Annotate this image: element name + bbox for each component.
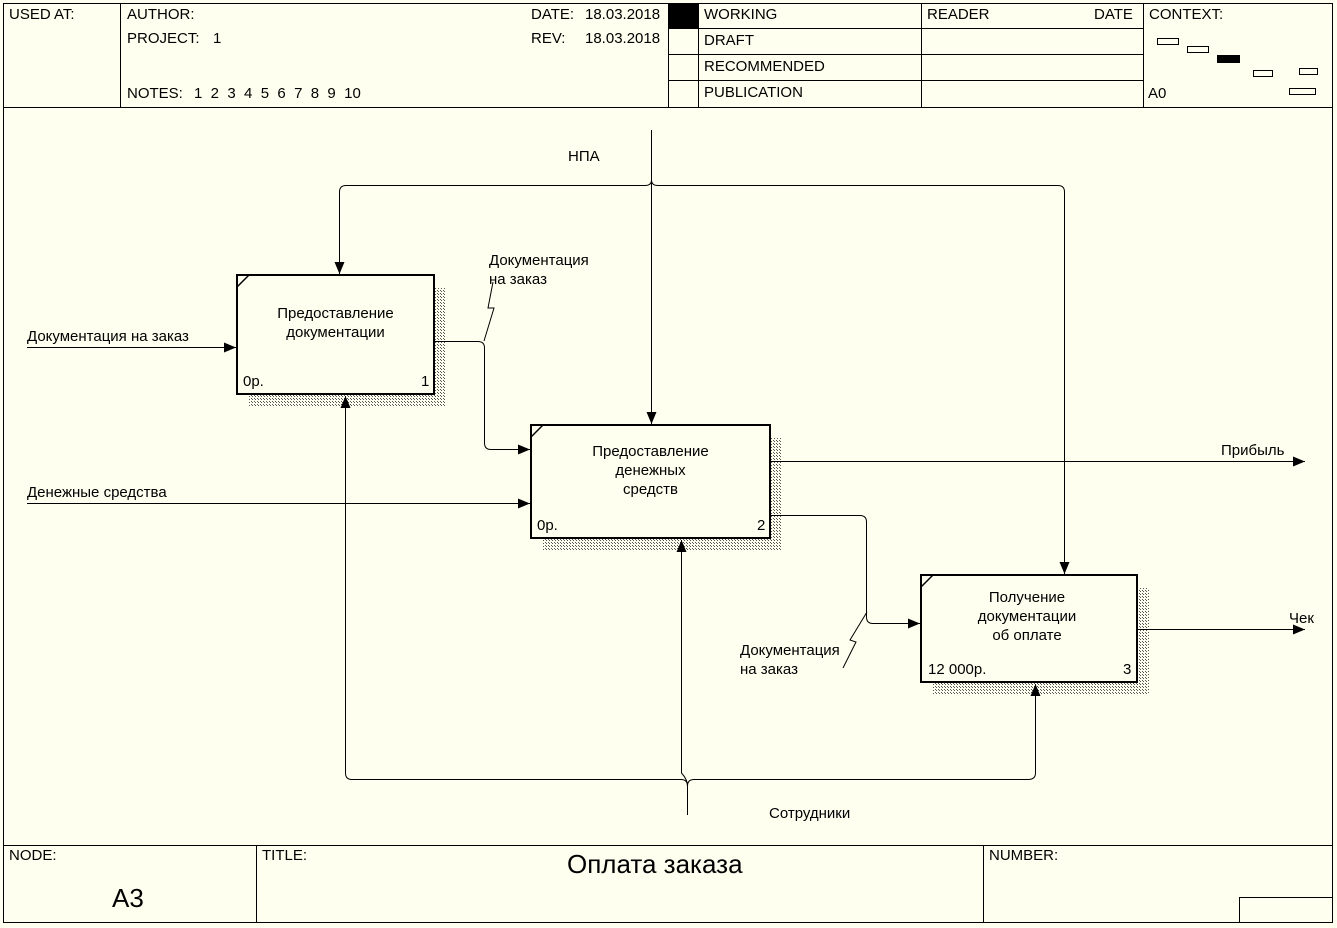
context-map xyxy=(1157,38,1318,95)
arrow-docs-2-3[interactable] xyxy=(770,515,920,629)
label-docs-2-3: Документация на заказ xyxy=(740,642,840,678)
label-docs-1-2: Документация на заказ xyxy=(489,252,589,288)
label-output-check: Чек xyxy=(1289,610,1314,627)
box-3-cost: 12 000р. xyxy=(928,661,987,678)
box-1-corner xyxy=(236,274,250,288)
label-mechanism-staff: Сотрудники xyxy=(769,805,851,822)
box-1-title: Предоставление документации xyxy=(277,305,394,341)
squiggle-docs-1-2 xyxy=(483,281,495,342)
box-2-title: Предоставление денежных средств xyxy=(592,443,709,498)
status-working[interactable]: WORKING xyxy=(704,6,778,23)
reader-label: READER xyxy=(927,6,990,23)
box-1-number: 1 xyxy=(421,373,430,390)
title-label: TITLE: xyxy=(262,847,308,864)
footer-frame xyxy=(3,845,1333,923)
date-value: 18.03.2018 xyxy=(585,6,661,23)
project-value: 1 xyxy=(213,30,222,47)
box-2-corner xyxy=(530,424,544,438)
project-label: PROJECT: xyxy=(127,30,200,47)
context-value: A0 xyxy=(1148,85,1167,102)
box-3-number: 3 xyxy=(1123,661,1132,678)
status-draft[interactable]: DRAFT xyxy=(704,32,754,49)
box-2-number: 2 xyxy=(757,517,766,534)
box-3-title: Получение документации об оплате xyxy=(977,589,1077,644)
box-1-cost: 0р. xyxy=(243,373,264,390)
activity-box-1[interactable] xyxy=(236,274,435,395)
arrow-control-npa-branch-box3[interactable] xyxy=(651,179,1070,574)
arrow-control-npa-branch-box1[interactable] xyxy=(334,179,652,274)
status-publication[interactable]: PUBLICATION xyxy=(704,84,803,101)
node-value: А3 xyxy=(112,883,144,913)
box-3-corner xyxy=(920,574,934,588)
status-recommended[interactable]: RECOMMENDED xyxy=(704,58,825,75)
arrow-mechanism-staff-box2[interactable] xyxy=(676,540,688,787)
activity-box-3[interactable] xyxy=(920,574,1138,683)
label-input-docs: Документация на заказ xyxy=(27,328,189,345)
notes-label: NOTES: xyxy=(127,85,183,102)
box-2-cost: 0р. xyxy=(537,517,558,534)
label-output-profit: Прибыль xyxy=(1221,442,1285,459)
author-label: AUTHOR: xyxy=(127,6,195,23)
rev-label: REV: xyxy=(531,30,566,47)
rev-value: 18.03.2018 xyxy=(585,30,661,47)
used-at-label: USED AT: xyxy=(9,6,75,23)
status-working-marker xyxy=(669,4,698,28)
squiggle-docs-2-3 xyxy=(842,611,868,669)
notes-value: 1 2 3 4 5 6 7 8 9 10 xyxy=(194,85,361,102)
arrow-docs-1-2[interactable] xyxy=(434,341,530,455)
header-frame xyxy=(3,3,1333,108)
diagram-title: Оплата заказа xyxy=(567,849,743,879)
context-label: CONTEXT: xyxy=(1149,6,1224,23)
number-label: NUMBER: xyxy=(989,847,1059,864)
label-input-money: Денежные средства xyxy=(27,484,167,501)
arrow-mechanism-staff-box3[interactable] xyxy=(687,684,1041,787)
activity-box-2[interactable] xyxy=(530,424,771,539)
node-label: NODE: xyxy=(9,847,57,864)
date-label: DATE: xyxy=(531,6,575,23)
reader-date-label: DATE xyxy=(1094,6,1133,23)
label-control-npa: НПА xyxy=(568,148,600,165)
